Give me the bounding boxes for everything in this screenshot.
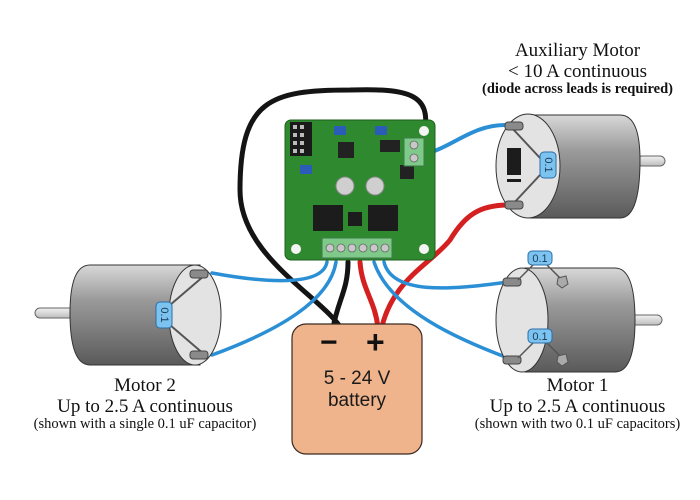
motor-2: 0.1 — [34, 264, 222, 366]
motor-1: 0.1 0.1 — [495, 250, 663, 373]
wire-blue-m1-bottom — [372, 260, 510, 360]
motor-1-current: Up to 2.5 A continuous — [489, 395, 666, 417]
motor-2-note: (shown with a single 0.1 uF capacitor) — [33, 416, 257, 433]
trimpot — [375, 126, 387, 135]
capacitor-m2 — [155, 301, 173, 329]
auxiliary-motor-label: Auxiliary Motor < 10 A continuous (diode… — [455, 40, 700, 98]
diode-icon — [507, 148, 521, 182]
wire-red-battery — [357, 259, 381, 331]
auxiliary-motor: 0.1 — [495, 113, 666, 219]
battery — [291, 323, 423, 455]
motor-1-note: (shown with two 0.1 uF capacitors) — [474, 416, 681, 433]
aux-motor-name: Auxiliary Motor — [514, 40, 641, 61]
battery-label: 5 - 24 V battery — [292, 368, 422, 412]
battery-name: battery — [327, 389, 387, 411]
trimpot — [300, 165, 312, 174]
wire-red-aux — [377, 202, 511, 338]
battery-voltage: 5 - 24 V — [323, 368, 391, 389]
aux-motor-note: (diode across leads is required) — [482, 81, 673, 98]
capacitor-m1-top — [527, 250, 553, 266]
motor-2-current: Up to 2.5 A continuous — [57, 395, 233, 417]
motor-1-label: Motor 1 Up to 2.5 A continuous (shown wi… — [455, 375, 700, 433]
motor-1-name: Motor 1 — [546, 375, 609, 396]
capacitor-aux-label: 0.1 — [542, 157, 554, 172]
motor-2-name: Motor 2 — [114, 375, 176, 396]
trimpot — [334, 126, 346, 135]
wire-blue-m2-bottom — [210, 260, 338, 357]
pin-header — [290, 122, 312, 156]
capacitor-aux — [539, 151, 557, 179]
aux-motor-current: < 10 A continuous — [508, 60, 647, 82]
capacitor-m2-label: 0.1 — [158, 307, 170, 322]
battery-minus-sign: − — [320, 326, 338, 359]
wire-blue-m2-top — [210, 260, 329, 283]
capacitor-m1-bottom-label: 0.1 — [532, 331, 547, 343]
battery-plus-sign: + — [366, 324, 385, 360]
wire-blue-m1-top — [382, 260, 510, 290]
motor-controller-board — [284, 119, 436, 261]
capacitor-m1-bottom — [527, 328, 553, 344]
motor-2-label: Motor 2 Up to 2.5 A continuous (shown wi… — [0, 375, 290, 433]
capacitor-m1-top-label: 0.1 — [532, 253, 547, 265]
wire-black-battery — [330, 259, 351, 331]
